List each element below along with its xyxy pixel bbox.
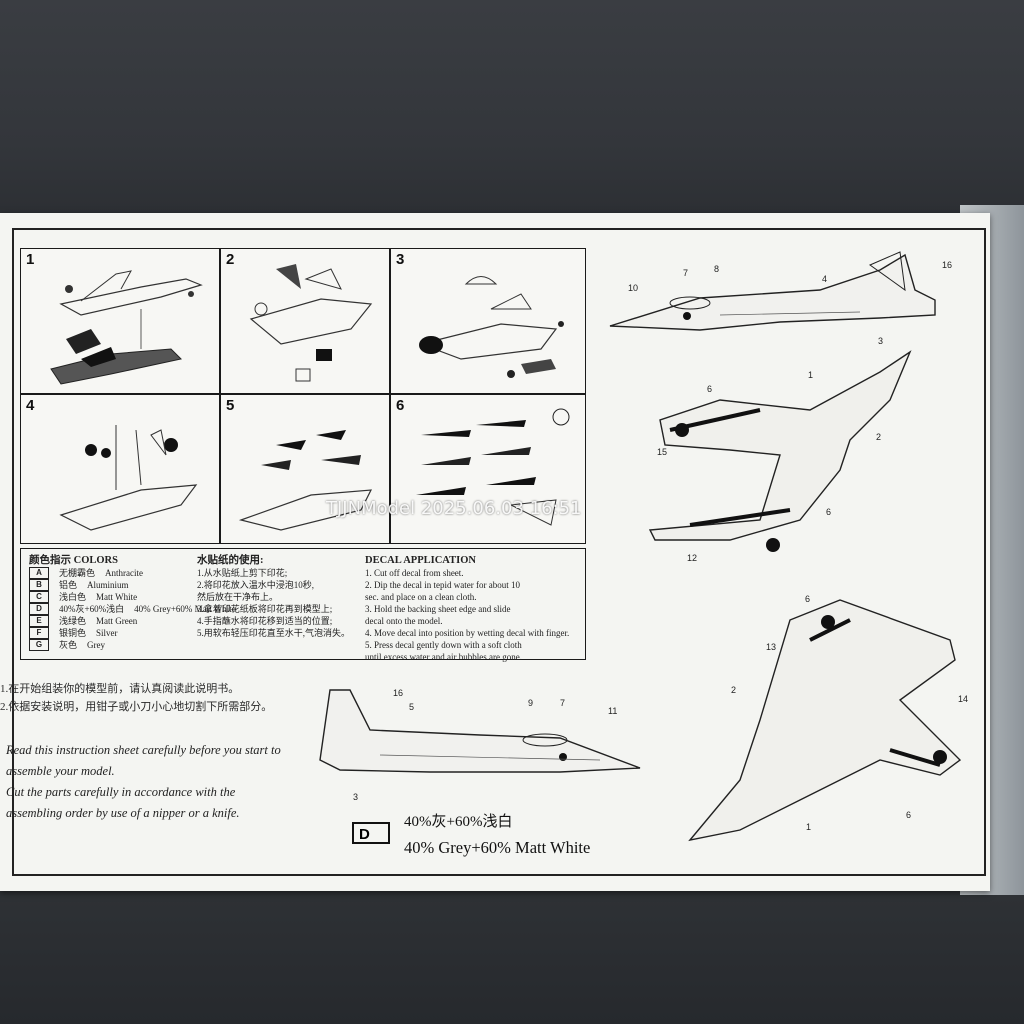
step-6-drawing (416, 408, 570, 526)
plan-view-top (648, 350, 912, 552)
colors-legend-title: 颜色指示 COLORS (29, 555, 118, 566)
callout: 14 (958, 694, 968, 704)
callout: 3 (878, 336, 883, 346)
callout: 6 (707, 384, 712, 394)
step-4-drawing (59, 425, 198, 531)
decal-en-step: 1. Cut off decal from sheet. (365, 568, 464, 578)
step-number: 5 (226, 397, 235, 414)
decal-instructions-en: DECAL APPLICATION 1. Cut off decal from … (365, 555, 569, 663)
callout: 6 (805, 594, 810, 604)
step-number: 6 (396, 397, 405, 414)
callout: 7 (683, 268, 688, 278)
table-background-bottom (0, 880, 1024, 1024)
paint-scheme-cn: 40%灰+60%浅白 (404, 814, 513, 830)
decal-cn-step: 3.拿着印花纸板将印花再到模型上; (197, 604, 333, 614)
note-en-line: Read this instruction sheet carefully be… (6, 743, 281, 757)
callout: 4 (822, 274, 827, 284)
note-cn-line: 1.在开始组装你的模型前，请认真阅读此说明书。 (0, 683, 240, 695)
callout: 3 (353, 792, 358, 802)
step-3-drawing (418, 276, 564, 378)
callouts-plan-top: 1 6 15 2 6 12 (657, 370, 881, 563)
plan-view-bottom (688, 599, 962, 842)
callouts-plan-bottom: 6 13 2 14 6 1 (731, 594, 968, 832)
step-number: 4 (26, 397, 35, 414)
callout: 16 (942, 260, 952, 270)
callout: 13 (766, 642, 776, 652)
step-1-drawing (50, 270, 203, 385)
callout: 2 (876, 432, 881, 442)
callout: 16 (393, 688, 403, 698)
note-en-line: assemble your model. (6, 764, 115, 778)
decal-en-step: sec. and place on a clean cloth. (365, 592, 477, 602)
step-2-drawing (249, 264, 373, 382)
step-panel-4: 4 (20, 394, 220, 544)
decal-cn-step: 然后放在干净布上。 (197, 592, 279, 602)
decal-en-step: 3. Hold the backing sheet edge and slide (365, 604, 511, 614)
note-en-line: Cut the parts carefully in accordance wi… (6, 785, 236, 799)
sheet-border (12, 228, 986, 876)
callout: 6 (906, 810, 911, 820)
step-panel-2: 2 (220, 248, 390, 394)
paint-scheme-badge: D (352, 822, 390, 844)
step-panel-5: 5 (220, 394, 390, 544)
notes-en: Read this instruction sheet carefully be… (6, 740, 296, 824)
step-number: 2 (226, 251, 235, 268)
callout: 1 (808, 370, 813, 380)
step-panel-6: 6 (390, 394, 586, 544)
callout: 8 (714, 264, 719, 274)
step-panel-3: 3 (390, 248, 586, 394)
note-cn-line: 2.依据安装说明，用钳子或小刀小心地切割下所需部分。 (0, 701, 273, 713)
paint-scheme-en: 40% Grey+60% Matt White (404, 838, 591, 857)
decal-en-step: 2. Dip the decal in tepid water for abou… (365, 580, 520, 590)
callout: 6 (826, 507, 831, 517)
notes-cn: 1.在开始组装你的模型前，请认真阅读此说明书。 2.依据安装说明，用钳子或小刀小… (0, 680, 300, 716)
side-view-top (609, 251, 936, 331)
step-panel-1: 1 (20, 248, 220, 394)
callout: 1 (806, 822, 811, 832)
decal-cn-step: 1.从水贴纸上剪下印花; (197, 568, 288, 578)
callout: 9 (528, 698, 533, 708)
callout: 7 (560, 698, 565, 708)
callouts-side-top: 10 7 8 4 16 3 (628, 260, 952, 346)
decal-cn-step: 4.手指蘸水将印花移到适当的位置; (197, 616, 333, 626)
decal-en-title: DECAL APPLICATION (365, 555, 476, 566)
step-number: 1 (26, 251, 35, 268)
decal-cn-title: 水贴纸的使用: (197, 555, 264, 566)
decal-cn-step: 2.将印花放入温水中浸泡10秒, (197, 580, 315, 590)
callout: 2 (731, 685, 736, 695)
photo-watermark: TJJNModel 2025.06.03 16:51 (326, 498, 582, 519)
step-5-drawing (238, 430, 373, 531)
decal-en-step: 5. Press decal gently down with a soft c… (365, 640, 522, 650)
decal-en-step: 4. Move decal into position by wetting d… (365, 628, 570, 638)
callout: 11 (608, 706, 617, 716)
decal-instructions-cn: 水贴纸的使用: 1.从水贴纸上剪下印花; 2.将印花放入温水中浸泡10秒, 然后… (197, 555, 350, 639)
side-view-bottom (319, 689, 641, 773)
decal-cn-step: 5.用软布轻压印花直至水干,气泡消失。 (197, 628, 351, 638)
callout: 10 (628, 283, 638, 293)
table-background-top (0, 0, 1024, 240)
decal-en-step: until excess water and air bubbles are g… (365, 652, 522, 662)
assembly-steps: 1 2 3 4 (20, 248, 586, 544)
decal-en-step: decal onto the model. (365, 616, 443, 626)
callout: 15 (657, 447, 667, 457)
step-number: 3 (396, 251, 405, 268)
callout: 5 (409, 702, 414, 712)
note-en-line: assembling order by use of a nipper or a… (6, 806, 240, 820)
callouts-side-bottom: 16 5 9 7 11 3 (353, 688, 617, 802)
callout: 12 (687, 553, 697, 563)
